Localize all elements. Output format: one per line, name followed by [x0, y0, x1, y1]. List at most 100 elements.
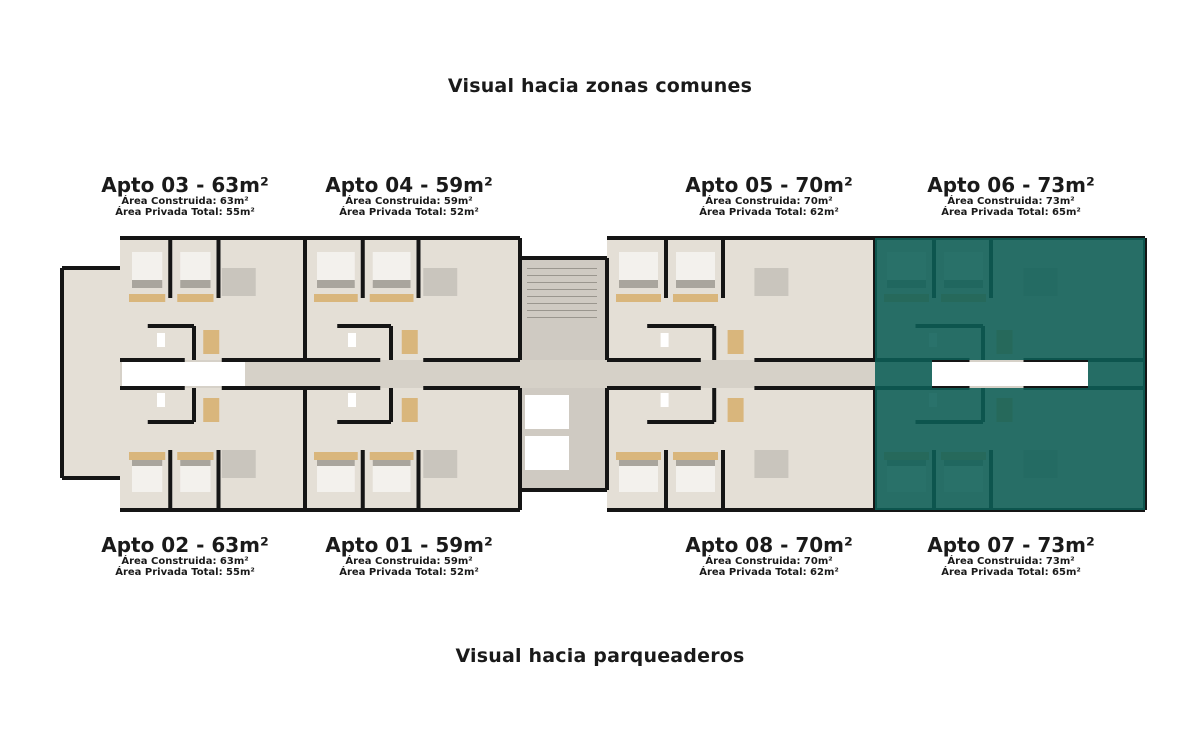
unit-highlight-corridor — [1088, 360, 1145, 388]
bed-blanket — [132, 458, 163, 466]
heading-parking: Visual hacia parqueaderos — [455, 645, 745, 667]
unit-title: Apto 03 - 63m² — [101, 173, 269, 197]
unit-private-area: Área Privada Total: 62m² — [699, 567, 839, 578]
desk — [369, 452, 414, 460]
dining-table — [727, 398, 744, 422]
unit-built-area: Área Construida: 70m² — [705, 196, 833, 207]
desk — [369, 294, 414, 302]
rug — [221, 450, 256, 478]
unit-private-area: Área Privada Total: 55m² — [115, 207, 255, 218]
unit-built-area: Área Construida: 73m² — [947, 196, 1075, 207]
bed — [180, 252, 211, 282]
dining-table — [401, 330, 418, 354]
bed — [619, 462, 658, 492]
stair-step — [527, 289, 597, 290]
unit-title: Apto 06 - 73m² — [927, 173, 1095, 197]
toilet — [157, 333, 165, 347]
desk — [129, 452, 166, 460]
unit-title: Apto 02 - 63m² — [101, 533, 269, 557]
unit-title: Apto 05 - 70m² — [685, 173, 853, 197]
stair-step — [527, 296, 597, 297]
bed — [619, 252, 658, 282]
bed-blanket — [619, 458, 658, 466]
bed-blanket — [317, 458, 355, 466]
stair-step — [527, 317, 597, 318]
heading-common-areas: Visual hacia zonas comunes — [447, 75, 753, 97]
bed — [676, 252, 715, 282]
rug — [423, 268, 458, 296]
desk — [616, 294, 661, 302]
toilet — [348, 393, 356, 407]
bed — [317, 252, 355, 282]
bed-blanket — [180, 280, 211, 288]
unit-private-area: Área Privada Total: 55m² — [115, 567, 255, 578]
rug — [221, 268, 256, 296]
rug — [754, 450, 789, 478]
dining-table — [203, 398, 220, 422]
dining-table — [727, 330, 744, 354]
courtyard-void-east — [932, 362, 1088, 386]
floor-west-end — [62, 268, 122, 478]
bed — [372, 252, 411, 282]
desk — [314, 452, 358, 460]
bed-blanket — [180, 458, 211, 466]
bed-blanket — [676, 280, 715, 288]
stair-step — [527, 310, 597, 311]
bed — [317, 462, 355, 492]
desk — [129, 294, 166, 302]
toilet — [660, 393, 669, 407]
dining-table — [203, 330, 220, 354]
unit-private-area: Área Privada Total: 62m² — [699, 207, 839, 218]
unit-highlight-apto-06 — [875, 238, 1145, 360]
rug — [754, 268, 789, 296]
unit-title: Apto 07 - 73m² — [927, 533, 1095, 557]
bed-blanket — [676, 458, 715, 466]
desk — [673, 452, 718, 460]
unit-private-area: Área Privada Total: 52m² — [339, 567, 479, 578]
bed — [372, 462, 411, 492]
stair-step — [527, 268, 597, 269]
bed-blanket — [619, 280, 658, 288]
desk — [616, 452, 661, 460]
unit-private-area: Área Privada Total: 65m² — [941, 567, 1081, 578]
unit-private-area: Área Privada Total: 65m² — [941, 207, 1081, 218]
unit-built-area: Área Construida: 63m² — [121, 196, 249, 207]
bed — [132, 462, 163, 492]
bed-blanket — [132, 280, 163, 288]
bed — [180, 462, 211, 492]
unit-private-area: Área Privada Total: 52m² — [339, 207, 479, 218]
stair-step — [527, 282, 597, 283]
toilet — [348, 333, 356, 347]
toilet — [157, 393, 165, 407]
unit-built-area: Área Construida: 63m² — [121, 556, 249, 567]
bed — [132, 252, 163, 282]
unit-title: Apto 04 - 59m² — [325, 173, 493, 197]
dining-table — [401, 398, 418, 422]
desk — [177, 452, 214, 460]
courtyard-void-west — [122, 362, 245, 386]
bed — [676, 462, 715, 492]
unit-highlight-corridor — [875, 360, 932, 388]
bed-blanket — [372, 458, 411, 466]
stair-step — [527, 303, 597, 304]
desk — [673, 294, 718, 302]
bed-blanket — [317, 280, 355, 288]
unit-highlight-apto-07 — [875, 388, 1145, 510]
desk — [177, 294, 214, 302]
desk — [314, 294, 358, 302]
rug — [423, 450, 458, 478]
unit-title: Apto 01 - 59m² — [325, 533, 493, 557]
unit-built-area: Área Construida: 70m² — [705, 556, 833, 567]
unit-title: Apto 08 - 70m² — [685, 533, 853, 557]
unit-built-area: Área Construida: 73m² — [947, 556, 1075, 567]
elevator-1 — [525, 395, 569, 429]
